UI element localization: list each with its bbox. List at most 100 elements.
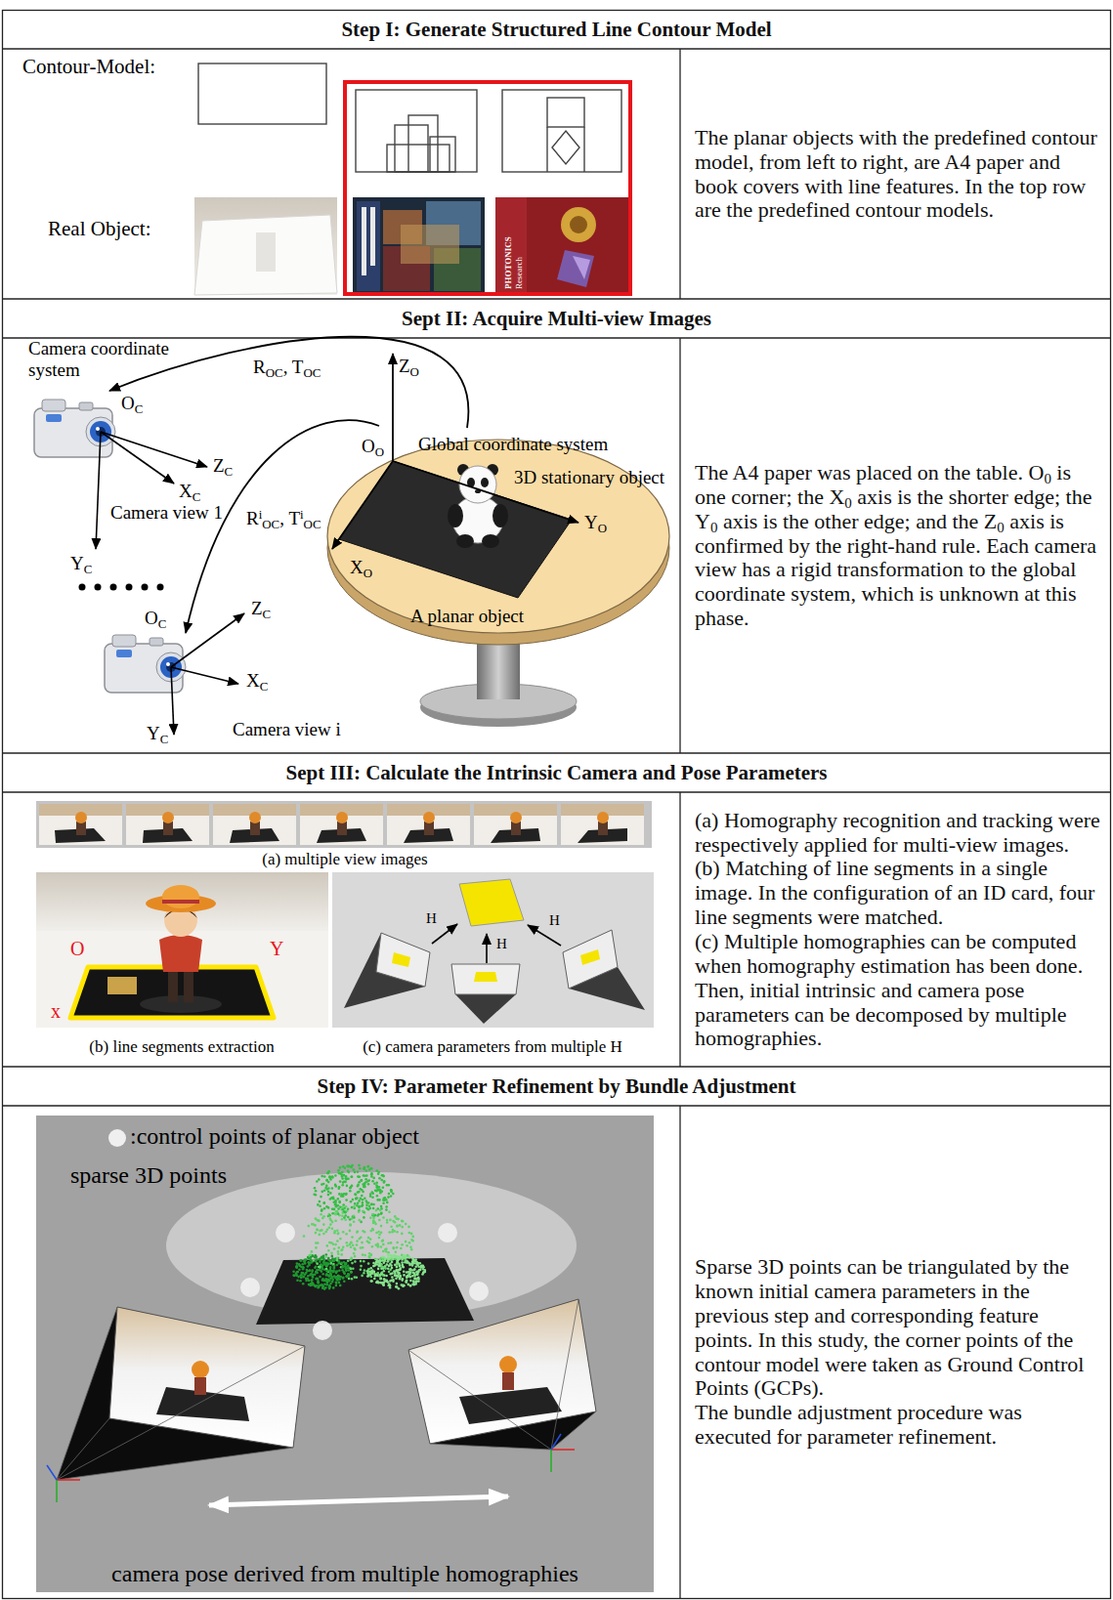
point-cloud-dot <box>337 1169 341 1173</box>
point-cloud-dot <box>387 1184 391 1188</box>
point-cloud-dot <box>340 1262 343 1266</box>
point-cloud-dot <box>316 1286 320 1290</box>
text-stack: Step I: Generate Structured Line Contour… <box>10 17 1103 43</box>
point-cloud-dot <box>365 1203 369 1207</box>
point-cloud-dot <box>357 1181 361 1185</box>
point-cloud-dot <box>387 1265 391 1269</box>
point-cloud-dot <box>338 1201 342 1205</box>
camera-frustum-part <box>408 1299 597 1451</box>
point-cloud-dot <box>341 1215 344 1219</box>
point-cloud-dot <box>400 1226 404 1230</box>
contour-model-part <box>429 136 456 172</box>
point-cloud-dot <box>392 1270 396 1274</box>
table-grid-part <box>1 47 1112 49</box>
point-cloud-dot <box>326 1282 330 1285</box>
point-cloud-dot <box>355 1243 359 1247</box>
point-cloud-dot <box>322 1256 326 1260</box>
point-cloud-dot <box>394 1255 398 1259</box>
point-cloud-dot <box>336 1259 340 1263</box>
camera-frustum-part <box>56 1346 305 1481</box>
point-cloud-dot <box>382 1284 386 1287</box>
point-cloud-dot <box>388 1284 392 1288</box>
point-cloud-dot <box>331 1255 335 1259</box>
point-cloud-dot <box>348 1224 352 1228</box>
point-cloud-dot <box>386 1196 390 1199</box>
point-cloud-dot <box>327 1191 331 1195</box>
point-cloud-dot <box>367 1237 371 1241</box>
point-cloud-dot <box>388 1269 392 1273</box>
point-cloud-dot <box>370 1276 374 1280</box>
point-cloud-dot <box>336 1270 340 1274</box>
book-cover-photo-part <box>495 197 527 296</box>
camera-frustum-part <box>551 1299 579 1451</box>
point-cloud-dot <box>407 1284 411 1287</box>
homography-scene-part <box>527 925 561 946</box>
point-cloud-dot <box>380 1205 384 1209</box>
point-cloud-dot <box>293 1275 297 1279</box>
point-cloud-dot <box>376 1198 380 1202</box>
text-run: C <box>259 679 269 694</box>
text-run: C <box>134 401 144 417</box>
transform-label: RiOC, TiOC <box>246 508 322 530</box>
text-run: The A4 paper was placed on the table. O <box>694 460 1044 485</box>
table-grid-part <box>2 10 1112 1600</box>
point-cloud-dot <box>377 1231 381 1235</box>
point-cloud-dot <box>402 1274 406 1278</box>
point-cloud-dot <box>417 1280 421 1284</box>
point-cloud-dot <box>394 1255 398 1259</box>
homography-scene-part <box>562 930 645 1011</box>
point-cloud-dot <box>338 1172 342 1176</box>
step-header: Step I: Generate Structured Line Contour… <box>2 10 1111 49</box>
ellipsis-dots-part <box>157 584 165 592</box>
point-cloud-dot <box>406 1261 410 1265</box>
point-cloud-dot <box>382 1284 386 1287</box>
point-cloud-dot <box>361 1210 365 1214</box>
table-grid-part <box>1 298 1112 300</box>
point-cloud-dot <box>393 1257 397 1261</box>
point-cloud-dot <box>310 1250 314 1254</box>
point-cloud-dot <box>349 1200 353 1204</box>
table-grid-part <box>679 1106 681 1600</box>
description-cell: The planar objects with the predefined c… <box>681 49 1111 300</box>
point-cloud-dot <box>311 1274 315 1278</box>
point-cloud-dot <box>407 1226 411 1230</box>
point-cloud-dot <box>348 1187 352 1191</box>
point-cloud-dot <box>331 1257 335 1261</box>
point-cloud-dot <box>394 1285 398 1289</box>
point-cloud-dot <box>367 1201 371 1205</box>
point-cloud-dot <box>395 1266 399 1270</box>
point-cloud-dot <box>404 1255 408 1259</box>
point-cloud-dot <box>353 1260 357 1264</box>
point-cloud-dot <box>329 1262 333 1266</box>
camera-frustum-part <box>551 1412 597 1451</box>
bundle-adjustment-scene-part <box>108 1129 127 1148</box>
corner-label: Y <box>269 938 284 961</box>
point-cloud-dot <box>336 1230 340 1234</box>
homography-scene-part <box>431 924 561 964</box>
point-cloud-dot <box>324 1255 328 1259</box>
point-cloud-dot <box>349 1268 353 1272</box>
point-cloud-dot <box>349 1271 353 1275</box>
point-cloud-dot <box>389 1241 393 1245</box>
point-cloud-dot <box>350 1278 354 1282</box>
point-cloud-dot <box>351 1268 355 1272</box>
point-cloud-dot <box>380 1179 384 1183</box>
point-cloud-dot <box>408 1268 412 1272</box>
point-cloud-dot <box>350 1206 354 1210</box>
point-cloud-dot <box>313 1187 317 1191</box>
point-cloud-dot <box>352 1220 356 1224</box>
point-cloud-dot <box>333 1275 337 1279</box>
control-points-part <box>469 1282 489 1302</box>
point-cloud-dot <box>378 1260 382 1264</box>
point-cloud-dot <box>361 1253 365 1257</box>
point-cloud-dot <box>410 1263 414 1267</box>
point-cloud-dot <box>393 1221 397 1225</box>
camera-axes-part <box>100 431 174 484</box>
point-cloud-dot <box>395 1241 399 1245</box>
a4-paper-photo-part <box>256 232 276 272</box>
point-cloud-dot <box>352 1252 356 1256</box>
point-cloud-dot <box>348 1218 352 1222</box>
point-cloud-dot <box>348 1230 352 1234</box>
point-cloud-dot <box>330 1270 334 1274</box>
point-cloud-dot <box>318 1276 322 1280</box>
